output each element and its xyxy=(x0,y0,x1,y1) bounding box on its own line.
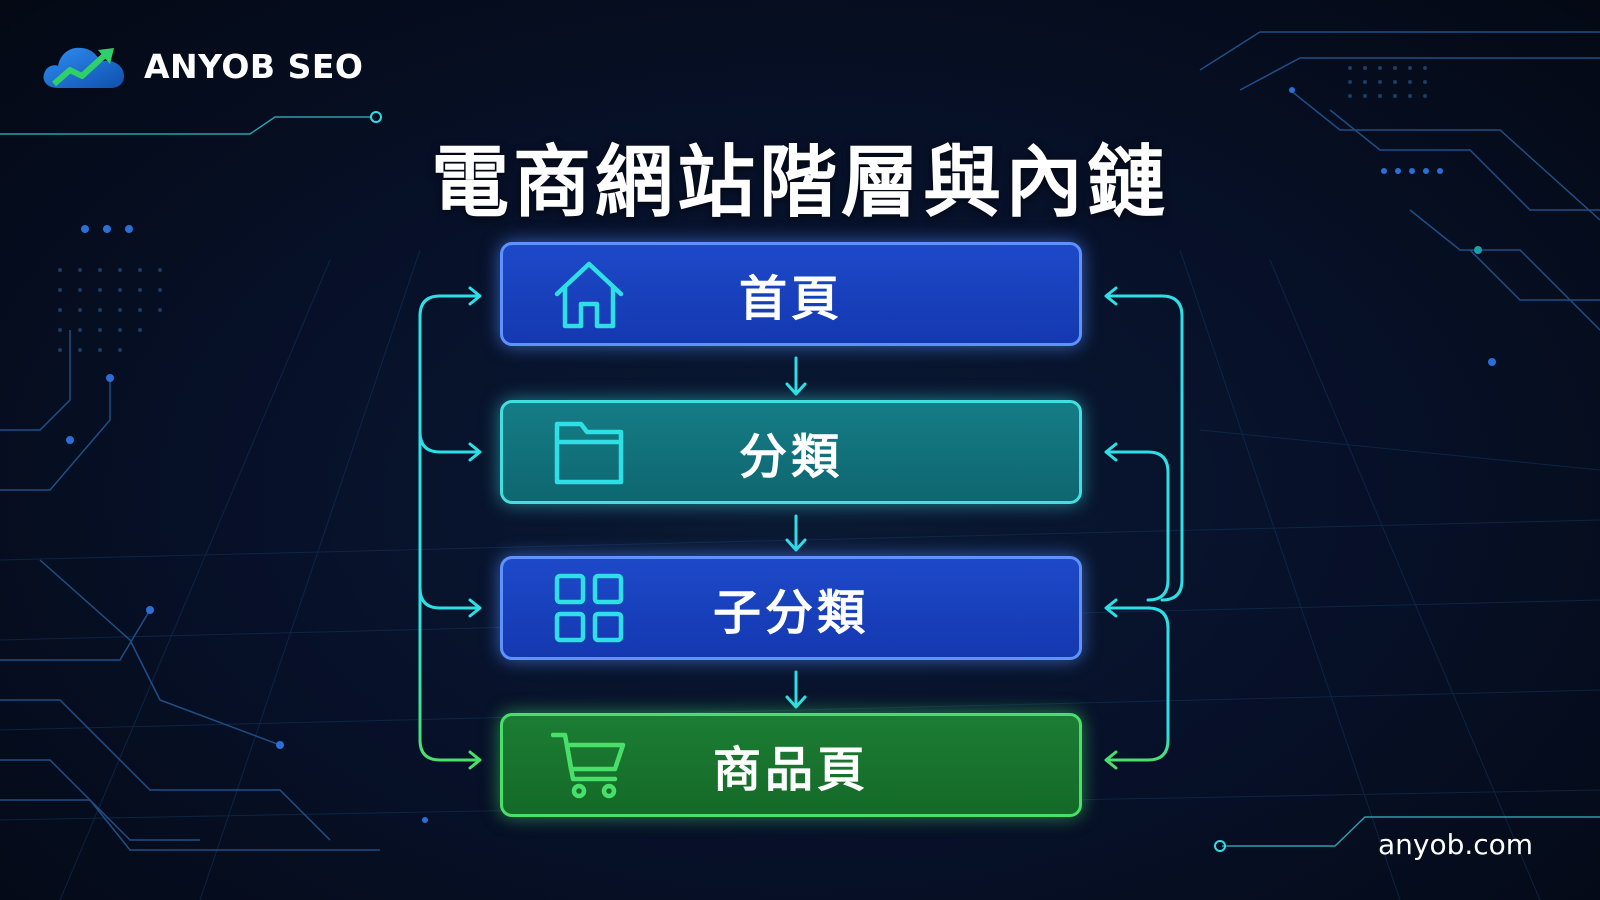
node-home[interactable]: 首頁 xyxy=(500,242,1082,346)
brand-logo[interactable]: ANYOB SEO xyxy=(40,38,363,94)
arrow-icon xyxy=(785,382,807,396)
footer-url[interactable]: anyob.com xyxy=(1378,828,1534,861)
arrow-icon xyxy=(1104,598,1118,618)
cart-icon xyxy=(551,732,626,799)
arrow-icon xyxy=(1104,286,1118,306)
node-label: 子分類 xyxy=(712,585,869,641)
arrow-icon xyxy=(1104,442,1118,462)
node-category[interactable]: 分類 xyxy=(500,400,1082,504)
arrow-icon xyxy=(468,598,482,618)
node-product-page[interactable]: 商品頁 xyxy=(500,713,1082,817)
arrow-icon xyxy=(468,442,482,462)
node-subcategory[interactable]: 子分類 xyxy=(500,556,1082,660)
arrow-icon xyxy=(468,750,482,770)
arrow-icon xyxy=(468,286,482,306)
arrow-icon xyxy=(785,538,807,552)
folder-icon xyxy=(554,421,624,485)
brand-name: ANYOB SEO xyxy=(144,46,364,86)
arrow-icon xyxy=(1104,750,1118,770)
node-label: 商品頁 xyxy=(712,742,869,798)
page-title: 電商網站階層與內鏈 xyxy=(430,138,1169,228)
arrow-icon xyxy=(785,695,807,709)
node-label: 首頁 xyxy=(738,271,843,327)
grid-icon xyxy=(554,573,624,643)
node-label: 分類 xyxy=(738,429,843,485)
home-icon xyxy=(554,261,624,329)
cloud-trend-arrow-icon xyxy=(43,47,124,88)
